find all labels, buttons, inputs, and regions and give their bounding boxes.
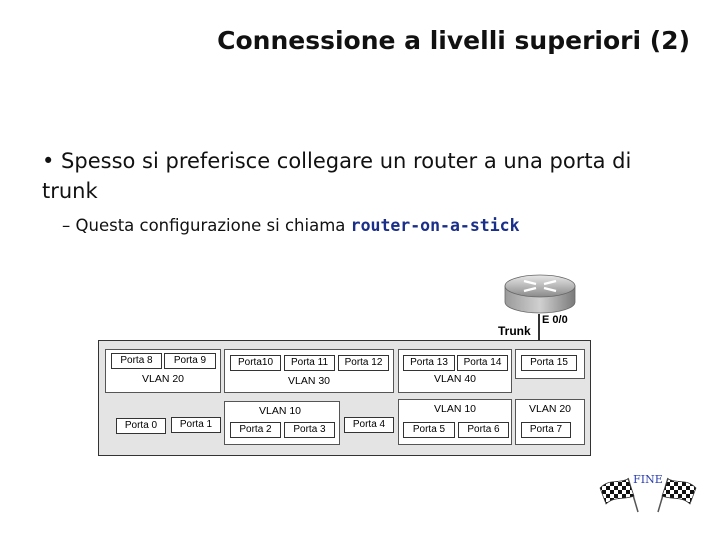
port-5: Porta 5	[403, 422, 455, 438]
checkered-flags-icon	[599, 477, 697, 513]
bullet-sub-text: – Questa configurazione si chiama	[62, 216, 351, 235]
vlan40-label: VLAN 40	[433, 373, 477, 385]
trunk-port-group: Porta 15	[515, 349, 585, 379]
router-port-label: E 0/0	[542, 314, 568, 326]
port-9: Porta 9	[164, 353, 216, 369]
vlan10-group-b: VLAN 10 Porta 5 Porta 6	[398, 399, 512, 445]
trunk-link	[538, 314, 540, 354]
vlan10-label-b: VLAN 10	[433, 403, 477, 415]
port-13: Porta 13	[403, 355, 455, 371]
port-7: Porta 7	[521, 422, 571, 438]
port-0: Porta 0	[116, 418, 166, 434]
port-6: Porta 6	[458, 422, 509, 438]
vlan-switch-diagram: Trunk E 0/0 Porta 8 Porta 9 VLAN 20 Port…	[98, 264, 598, 456]
vlan20-label-top: VLAN 20	[141, 373, 185, 385]
router-icon	[504, 274, 576, 314]
port-4: Porta 4	[344, 417, 394, 433]
port-15: Porta 15	[521, 355, 577, 371]
switch-chassis: Porta 8 Porta 9 VLAN 20 Porta10 Porta 11…	[98, 340, 591, 456]
fine-label: FINE	[633, 473, 663, 486]
port-11: Porta 11	[284, 355, 335, 371]
router-on-a-stick-term: router-on-a-stick	[350, 216, 520, 235]
slide-title: Connessione a livelli superiori (2)	[217, 26, 690, 55]
port-1: Porta 1	[171, 417, 221, 433]
vlan10-group-a: VLAN 10 Porta 2 Porta 3	[224, 401, 340, 445]
port-2: Porta 2	[230, 422, 281, 438]
port-14: Porta 14	[457, 355, 508, 371]
trunk-label: Trunk	[498, 324, 531, 338]
bullet-sub: – Questa configurazione si chiama router…	[62, 216, 520, 235]
port-12: Porta 12	[338, 355, 389, 371]
bullet-main: • Spesso si preferisce collegare un rout…	[42, 149, 632, 203]
port-3: Porta 3	[284, 422, 335, 438]
vlan20-group-bottom: VLAN 20 Porta 7	[515, 399, 585, 445]
fine-button[interactable]: FINE	[598, 470, 698, 514]
vlan40-group: Porta 13 Porta 14 VLAN 40	[398, 349, 512, 393]
port-10: Porta10	[230, 355, 281, 371]
port-8: Porta 8	[111, 353, 162, 369]
vlan30-group: Porta10 Porta 11 Porta 12 VLAN 30	[224, 349, 394, 393]
vlan20-label-bottom: VLAN 20	[528, 403, 572, 415]
vlan20-group-top: Porta 8 Porta 9 VLAN 20	[105, 349, 221, 393]
vlan30-label: VLAN 30	[287, 375, 331, 387]
vlan10-label-a: VLAN 10	[258, 405, 302, 417]
